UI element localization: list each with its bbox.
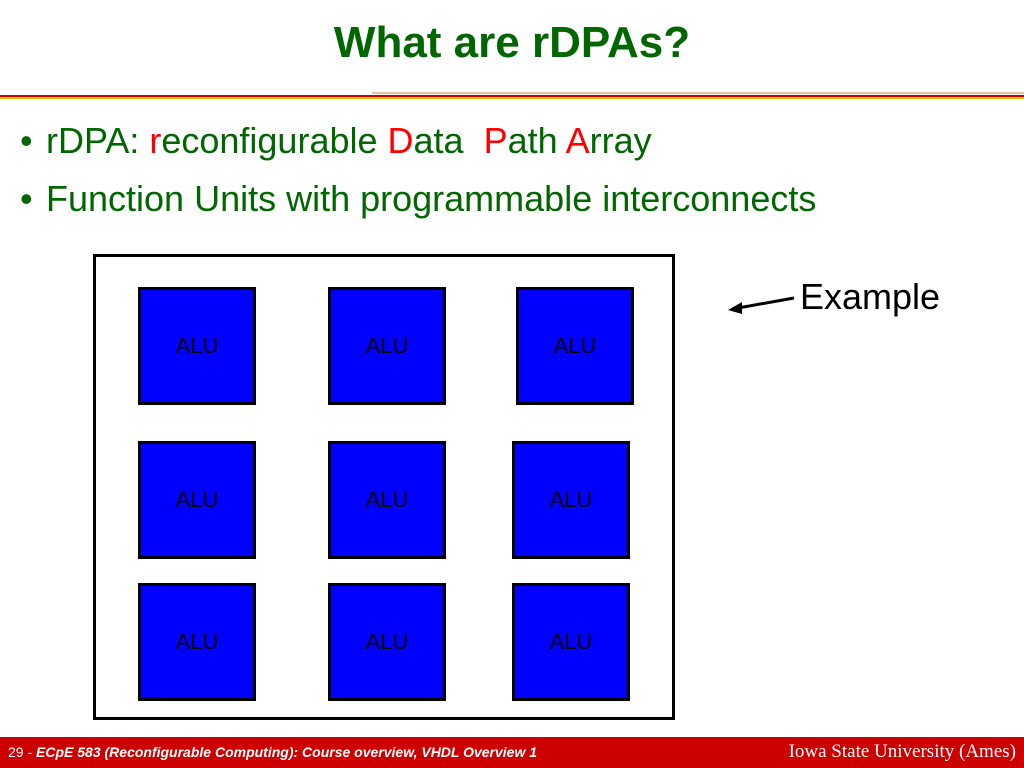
bullet-text: rray	[589, 120, 652, 161]
bullet-highlight: A	[565, 120, 590, 161]
bullet-highlight: D	[387, 120, 414, 161]
arrow-left-icon	[728, 296, 795, 314]
bullet-item-1: • rDPA: reconfigurable Data Path Array	[20, 112, 816, 170]
bullet-text: rDPA:	[46, 120, 150, 161]
title-rule-red	[0, 95, 1024, 97]
bullet-text: ata	[413, 120, 484, 161]
footer-separator: -	[23, 744, 37, 760]
slide-footer: 29 - ECpE 583 (Reconfigurable Computing)…	[0, 737, 1024, 768]
university-name: Iowa State University (Ames)	[788, 741, 1016, 762]
alu-block: ALU	[328, 287, 446, 405]
title-rule-top	[372, 92, 1024, 94]
alu-block: ALU	[328, 583, 446, 701]
slide-title: What are rDPAs?	[333, 18, 691, 67]
course-title: ECpE 583 (Reconfigurable Computing): Cou…	[36, 744, 538, 760]
example-label: Example	[800, 276, 941, 317]
bullet-dot: •	[20, 120, 33, 161]
bullet-text: Function Units with programmable interco…	[46, 178, 817, 219]
alu-block: ALU	[138, 287, 256, 405]
rdpa-diagram: ALU ALU ALU ALU ALU ALU ALU ALU ALU	[93, 254, 675, 720]
alu-block: ALU	[516, 287, 634, 405]
alu-block: ALU	[328, 441, 446, 559]
page-number: 29	[8, 744, 24, 760]
alu-block: ALU	[512, 583, 630, 701]
bullet-highlight: r	[149, 120, 162, 161]
bullet-list: • rDPA: reconfigurable Data Path Array • F…	[20, 112, 816, 228]
title-rule-bottom	[0, 97, 1024, 99]
alu-block: ALU	[138, 441, 256, 559]
bullet-dot: •	[20, 178, 33, 219]
alu-block: ALU	[512, 441, 630, 559]
bullet-highlight: P	[483, 120, 508, 161]
bullet-text: ath	[507, 120, 566, 161]
alu-block: ALU	[138, 583, 256, 701]
footer-left: 29 - ECpE 583 (Reconfigurable Computing)…	[8, 744, 537, 760]
bullet-item-2: • Function Units with programmable interc…	[20, 170, 816, 228]
bullet-text: econfigurable	[161, 120, 388, 161]
